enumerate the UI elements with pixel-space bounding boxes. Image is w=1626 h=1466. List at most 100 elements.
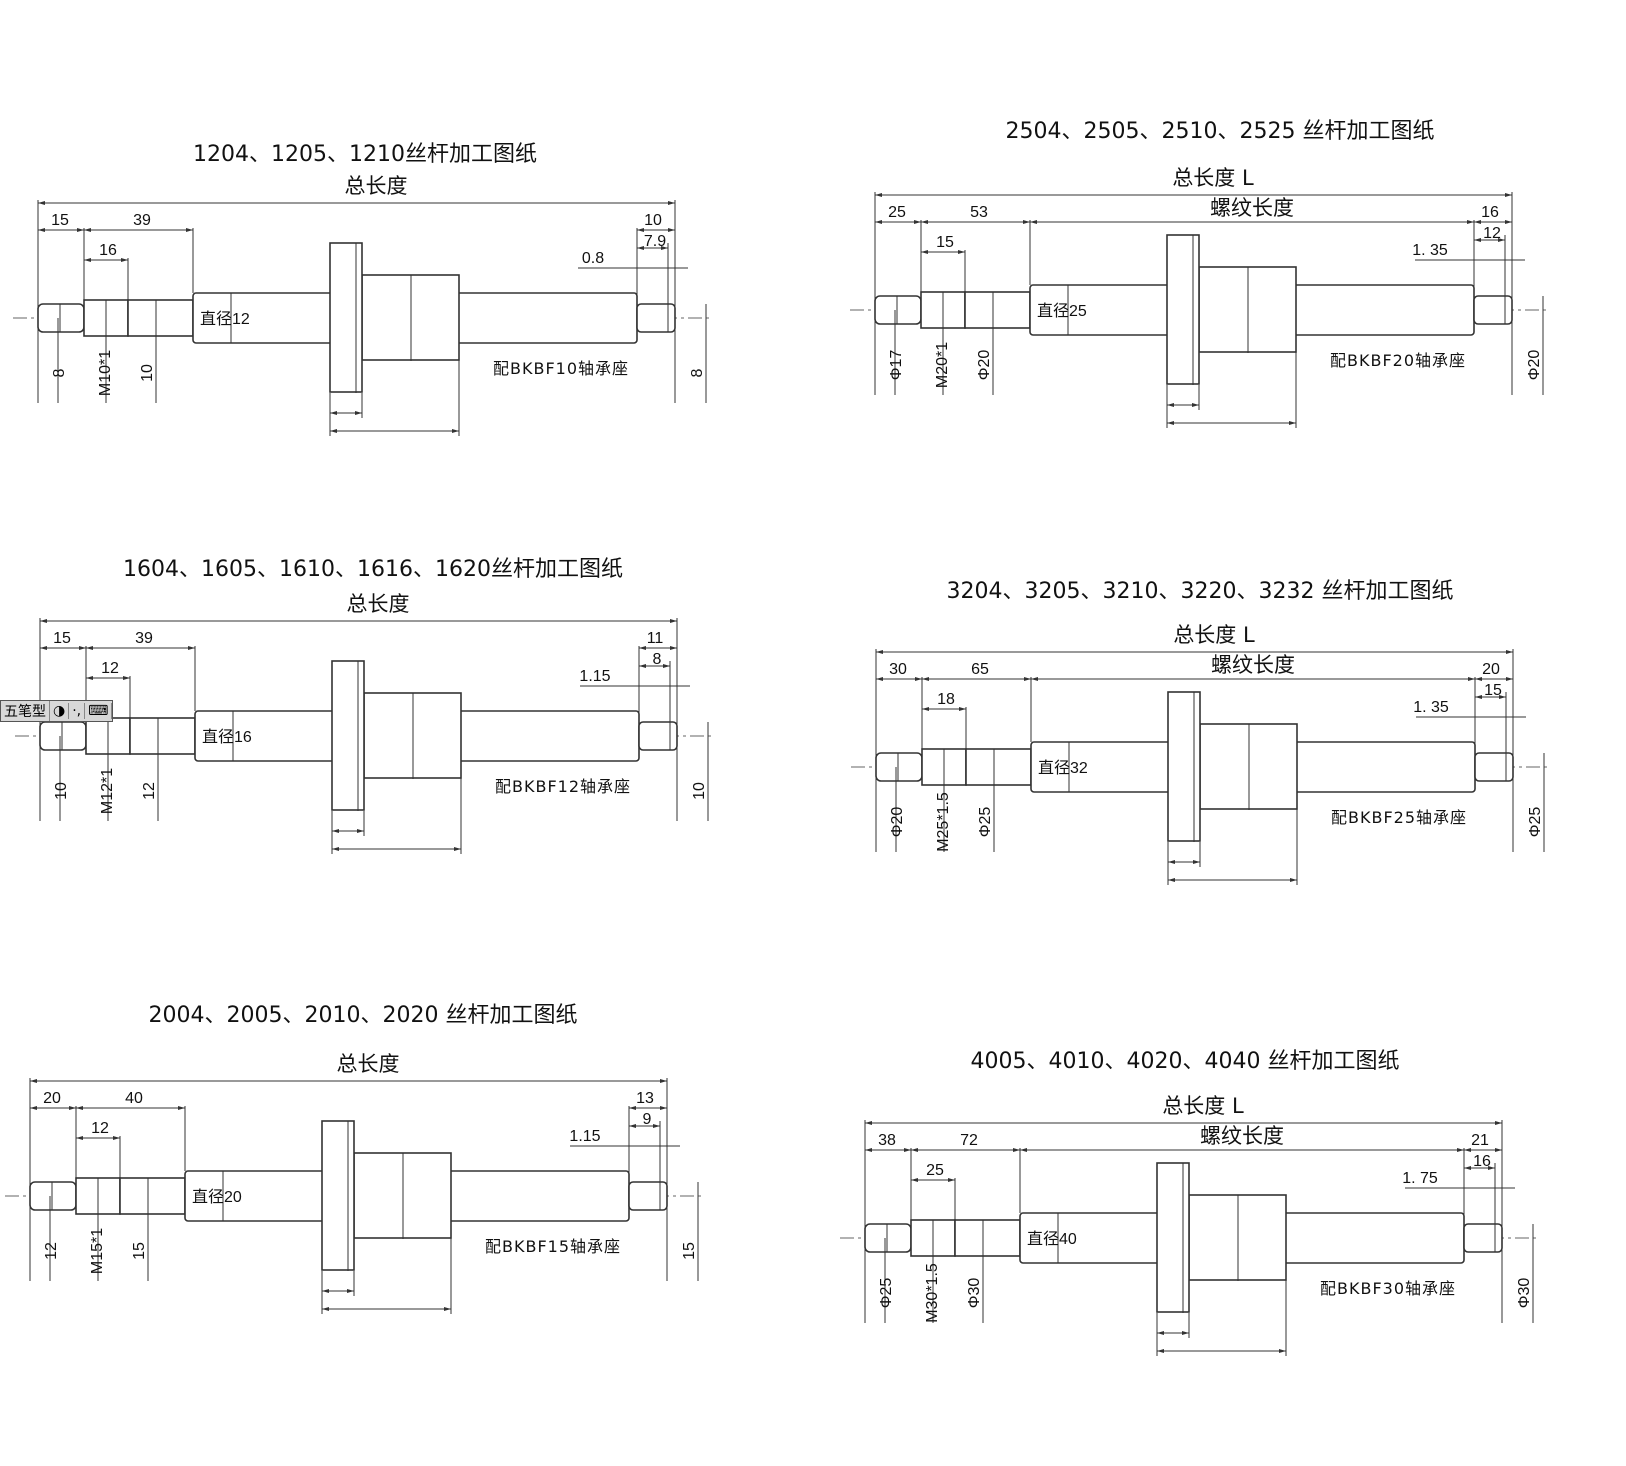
dim-right-journal-length: 20 xyxy=(1482,661,1500,678)
dim-journal-diameter: Φ20 xyxy=(889,807,906,838)
dim-thread-spec: M12*1 xyxy=(99,768,116,814)
left-journal xyxy=(37,303,85,333)
dim-right-journal-length: 10 xyxy=(644,212,662,229)
keyboard-icon[interactable]: ⌨ xyxy=(85,703,113,719)
left-journal xyxy=(875,752,923,782)
bearing-seat-label: 配BKBF30轴承座 xyxy=(1320,1279,1456,1298)
dim-left-journal-length: 15 xyxy=(51,212,69,229)
dim-right-journal-length: 13 xyxy=(636,1090,654,1107)
drawing-title: 1604、1605、1610、1616、1620丝杆加工图纸 xyxy=(123,557,623,582)
thread-length-label: 螺纹长度 xyxy=(1200,1124,1284,1148)
arrow-icon xyxy=(1464,1166,1495,1170)
dim-thread-length: 12 xyxy=(91,1120,109,1137)
moon-icon[interactable]: ◑ xyxy=(50,703,70,719)
ime-mode[interactable]: 五笔型 xyxy=(1,701,50,721)
dim-right-journal-length: 21 xyxy=(1471,1132,1489,1149)
nut-flange xyxy=(1156,1162,1190,1313)
dim-groove-width: 1. 35 xyxy=(1412,242,1448,259)
bearing-seat-label: 配BKBF25轴承座 xyxy=(1331,808,1467,827)
arrow-icon xyxy=(1474,238,1505,242)
dim-groove-position: 7.9 xyxy=(644,233,666,250)
total-length-label: 总长度 xyxy=(347,592,410,616)
left-journal xyxy=(29,1181,77,1211)
arrow-icon xyxy=(629,1124,660,1128)
bearing-seat xyxy=(127,299,194,337)
right-journal xyxy=(628,1181,668,1211)
dim-bearing-section-length: 53 xyxy=(970,204,988,221)
drawing-title: 2504、2505、2510、2525 丝杆加工图纸 xyxy=(1006,119,1435,144)
drawing-title: 4005、4010、4020、4040 丝杆加工图纸 xyxy=(971,1049,1400,1074)
dim-bearing-section-length: 65 xyxy=(971,661,989,678)
dim-thread-spec: M25*1.5 xyxy=(935,792,952,852)
dim-thread-spec: M10*1 xyxy=(97,350,114,396)
arrow-icon xyxy=(639,664,670,668)
shaft-diameter-label: 直径16 xyxy=(202,728,252,746)
shaft-diameter-label: 直径12 xyxy=(200,310,250,328)
left-journal xyxy=(864,1223,912,1253)
bearing-seat-label: 配BKBF15轴承座 xyxy=(485,1237,621,1256)
left-journal xyxy=(39,721,87,751)
dim-thread-length: 16 xyxy=(99,242,117,259)
bearing-seat xyxy=(129,717,196,755)
shaft-diameter-label: 直径40 xyxy=(1027,1230,1077,1248)
bearing-seat-label: 配BKBF20轴承座 xyxy=(1330,351,1466,370)
arrow-icon xyxy=(322,1289,354,1293)
nut-flange xyxy=(331,660,365,811)
dim-bearing-section-length: 40 xyxy=(125,1090,143,1107)
dim-right-journal-diameter: 15 xyxy=(681,1242,698,1260)
bearing-seat-label: 配BKBF10轴承座 xyxy=(493,359,629,378)
nut-flange xyxy=(321,1120,355,1271)
shaft-diameter-label: 直径32 xyxy=(1038,759,1088,777)
dim-seat-diameter: 15 xyxy=(131,1242,148,1260)
nut-flange xyxy=(329,242,363,393)
bearing-seat-label: 配BKBF12轴承座 xyxy=(495,777,631,796)
dim-right-journal-diameter: 10 xyxy=(691,782,708,800)
dim-right-journal-diameter: Φ30 xyxy=(1516,1278,1533,1309)
arrow-icon xyxy=(332,829,364,833)
thread-length-label: 螺纹长度 xyxy=(1210,196,1294,220)
drawing-title: 1204、1205、1210丝杆加工图纸 xyxy=(193,142,537,167)
dim-seat-diameter: 10 xyxy=(139,364,156,382)
dim-groove-position: 12 xyxy=(1483,225,1501,242)
dim-thread-length: 25 xyxy=(926,1162,944,1179)
nut-flange xyxy=(1166,234,1200,385)
dim-groove-position: 15 xyxy=(1484,682,1502,699)
dim-bearing-section-length: 72 xyxy=(960,1132,978,1149)
dim-seat-diameter: Φ30 xyxy=(966,1278,983,1309)
right-journal xyxy=(638,721,678,751)
punctuation-toggle[interactable]: ·, xyxy=(69,703,86,719)
dim-thread-spec: M30*1.5 xyxy=(924,1263,941,1323)
left-journal xyxy=(874,295,922,325)
dim-right-journal-diameter: 8 xyxy=(689,368,706,377)
dim-bearing-section-length: 39 xyxy=(133,212,151,229)
dim-journal-diameter: 12 xyxy=(43,1242,60,1260)
arrow-icon xyxy=(1475,695,1506,699)
arrow-icon xyxy=(330,411,362,415)
arrow-icon xyxy=(637,246,668,250)
dim-groove-width: 1. 35 xyxy=(1413,699,1449,716)
total-length-label: 总长度 L xyxy=(1173,623,1255,647)
arrow-icon xyxy=(1168,860,1200,864)
dim-thread-spec: M20*1 xyxy=(934,342,951,388)
dim-groove-width: 1. 75 xyxy=(1402,1170,1438,1187)
dim-left-journal-length: 20 xyxy=(43,1090,61,1107)
dim-seat-diameter: Φ20 xyxy=(976,350,993,381)
dim-groove-position: 16 xyxy=(1473,1153,1491,1170)
dim-journal-diameter: 10 xyxy=(53,782,70,800)
dim-right-journal-diameter: Φ20 xyxy=(1526,350,1543,381)
drawing-title: 3204、3205、3210、3220、3232 丝杆加工图纸 xyxy=(947,579,1454,604)
dim-journal-diameter: 8 xyxy=(51,368,68,377)
dim-seat-diameter: Φ25 xyxy=(977,807,994,838)
total-length-label: 总长度 xyxy=(337,1052,400,1076)
nut-flange xyxy=(1167,691,1201,842)
right-journal xyxy=(1474,752,1514,782)
total-length-label: 总长度 L xyxy=(1162,1094,1244,1118)
dim-right-journal-length: 16 xyxy=(1481,204,1499,221)
dim-right-journal-diameter: Φ25 xyxy=(1527,807,1544,838)
bearing-seat xyxy=(119,1177,186,1215)
ime-toolbar[interactable]: 五笔型 ◑ ·, ⌨ xyxy=(0,700,114,722)
bearing-seat xyxy=(954,1219,1021,1257)
dim-bearing-section-length: 39 xyxy=(135,630,153,647)
